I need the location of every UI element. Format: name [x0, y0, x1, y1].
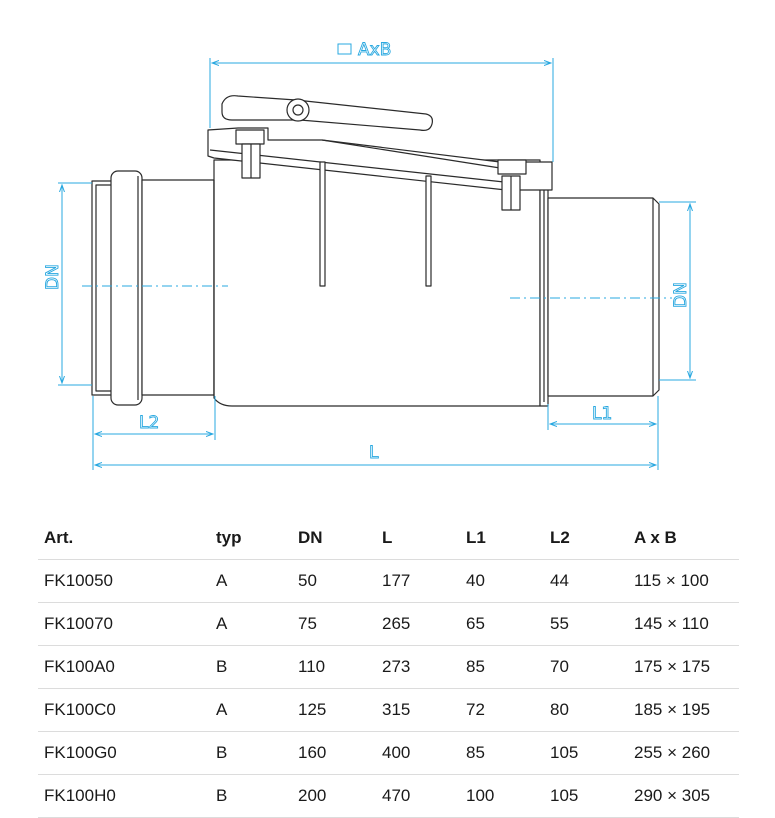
table-header-row: Art. typ DN L L1 L2 A x B: [38, 516, 739, 560]
cell-dn: 125: [292, 688, 376, 732]
header-typ: typ: [210, 516, 292, 560]
cell-typ: A: [210, 602, 292, 646]
center-lines: [82, 285, 672, 299]
cell-typ: B: [210, 731, 292, 775]
cell-l: 470: [376, 774, 460, 818]
l2-label: L2: [139, 413, 159, 433]
damper-technical-drawing: AxB DN DN L2 L1 L: [43, 40, 696, 470]
cell-l: 273: [376, 645, 460, 689]
cell-dn: 50: [292, 559, 376, 603]
header-art: Art.: [38, 516, 210, 560]
damper-outline: [91, 95, 660, 407]
header-l: L: [376, 516, 460, 560]
right-clamp-nut: [497, 159, 527, 175]
header-l2: L2: [544, 516, 628, 560]
header-axb: A x B: [628, 516, 739, 560]
cell-axb: 290 × 305: [628, 774, 739, 818]
cell-axb: 115 × 100: [628, 559, 739, 603]
cell-l: 400: [376, 731, 460, 775]
cell-typ: A: [210, 559, 292, 603]
cell-l1: 40: [460, 559, 544, 603]
cell-l2: 70: [544, 645, 628, 689]
cell-art: FK10050: [38, 559, 210, 603]
cell-axb: 185 × 195: [628, 688, 739, 732]
left-seal-ring: [110, 170, 143, 406]
left-clamp-nut: [235, 129, 265, 145]
cell-l1: 100: [460, 774, 544, 818]
header-dn: DN: [292, 516, 376, 560]
cell-art: FK100C0: [38, 688, 210, 732]
cell-l2: 44: [544, 559, 628, 603]
l1-label: L1: [592, 404, 612, 424]
internal-rod-right: [425, 175, 432, 287]
cell-l2: 55: [544, 602, 628, 646]
l-label: L: [369, 443, 379, 463]
axb-label: AxB: [358, 40, 391, 60]
cell-l1: 85: [460, 645, 544, 689]
axb-label-group: AxB: [337, 40, 392, 60]
dn-right-label: DN: [671, 282, 691, 308]
cell-typ: B: [210, 774, 292, 818]
cell-dn: 160: [292, 731, 376, 775]
cell-l1: 72: [460, 688, 544, 732]
damper-body: [213, 159, 541, 407]
cell-l2: 105: [544, 731, 628, 775]
cell-l: 177: [376, 559, 460, 603]
cell-dn: 75: [292, 602, 376, 646]
cell-typ: B: [210, 645, 292, 689]
cell-dn: 110: [292, 645, 376, 689]
dimension-lines: [58, 58, 696, 470]
cell-axb: 145 × 110: [628, 602, 739, 646]
cell-axb: 175 × 175: [628, 645, 739, 689]
header-l1: L1: [460, 516, 544, 560]
cell-l: 265: [376, 602, 460, 646]
cell-art: FK100H0: [38, 774, 210, 818]
cell-l: 315: [376, 688, 460, 732]
dn-left-label: DN: [43, 264, 63, 290]
cell-art: FK100A0: [38, 645, 210, 689]
left-pipe-section: [141, 179, 215, 396]
cell-art: FK10070: [38, 602, 210, 646]
cell-l2: 80: [544, 688, 628, 732]
right-spigot: [547, 197, 660, 397]
cell-typ: A: [210, 688, 292, 732]
lever-handle: [221, 95, 433, 131]
cell-l1: 85: [460, 731, 544, 775]
cell-axb: 255 × 260: [628, 731, 739, 775]
cell-l1: 65: [460, 602, 544, 646]
cell-art: FK100G0: [38, 731, 210, 775]
cell-dn: 200: [292, 774, 376, 818]
cell-l2: 105: [544, 774, 628, 818]
square-section-icon: [337, 43, 352, 55]
internal-rod-left: [319, 161, 326, 287]
